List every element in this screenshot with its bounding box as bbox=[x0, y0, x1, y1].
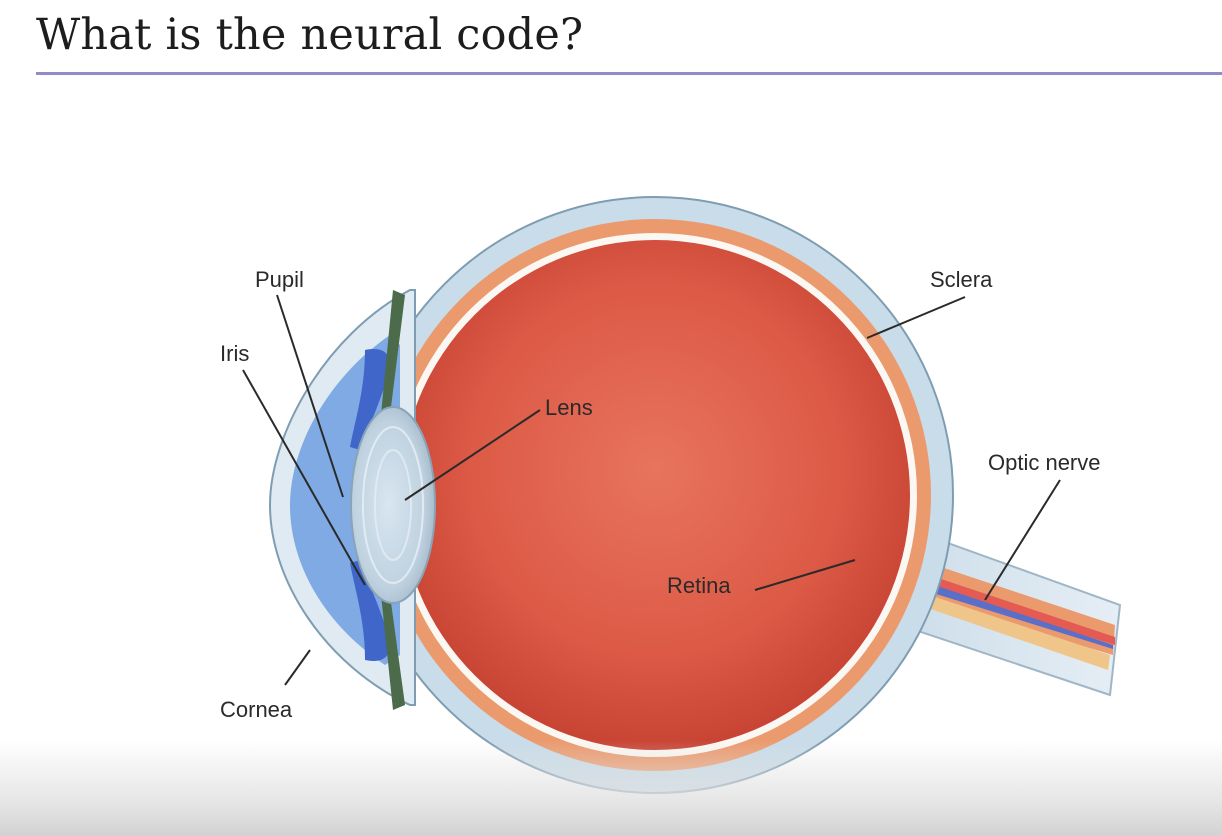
title-underline bbox=[36, 72, 1222, 75]
cornea-leader-line bbox=[284, 649, 311, 686]
label-cornea: Cornea bbox=[220, 697, 293, 722]
vitreous-body-shape bbox=[400, 240, 910, 750]
sclera-leader-line bbox=[866, 296, 966, 339]
retina-leader-line bbox=[754, 559, 856, 591]
bottom-shadow-gradient bbox=[0, 740, 1222, 836]
slide-title: What is the neural code? bbox=[36, 10, 584, 60]
label-pupil: Pupil bbox=[255, 267, 304, 292]
label-retina: Retina bbox=[667, 573, 731, 598]
iris-leader-line bbox=[242, 369, 366, 586]
lens-shape bbox=[350, 406, 436, 604]
eye-anatomy-diagram: Pupil Iris Lens Cornea Sclera Optic nerv… bbox=[220, 196, 1122, 794]
lens-leader-line bbox=[404, 409, 541, 501]
label-sclera: Sclera bbox=[930, 267, 993, 292]
label-iris: Iris bbox=[220, 341, 249, 366]
label-lens: Lens bbox=[545, 395, 593, 420]
label-optic-nerve: Optic nerve bbox=[988, 450, 1101, 475]
optic-nerve-leader-line bbox=[984, 479, 1061, 601]
iris-shape bbox=[350, 349, 390, 450]
pupil-leader-line bbox=[276, 294, 344, 498]
